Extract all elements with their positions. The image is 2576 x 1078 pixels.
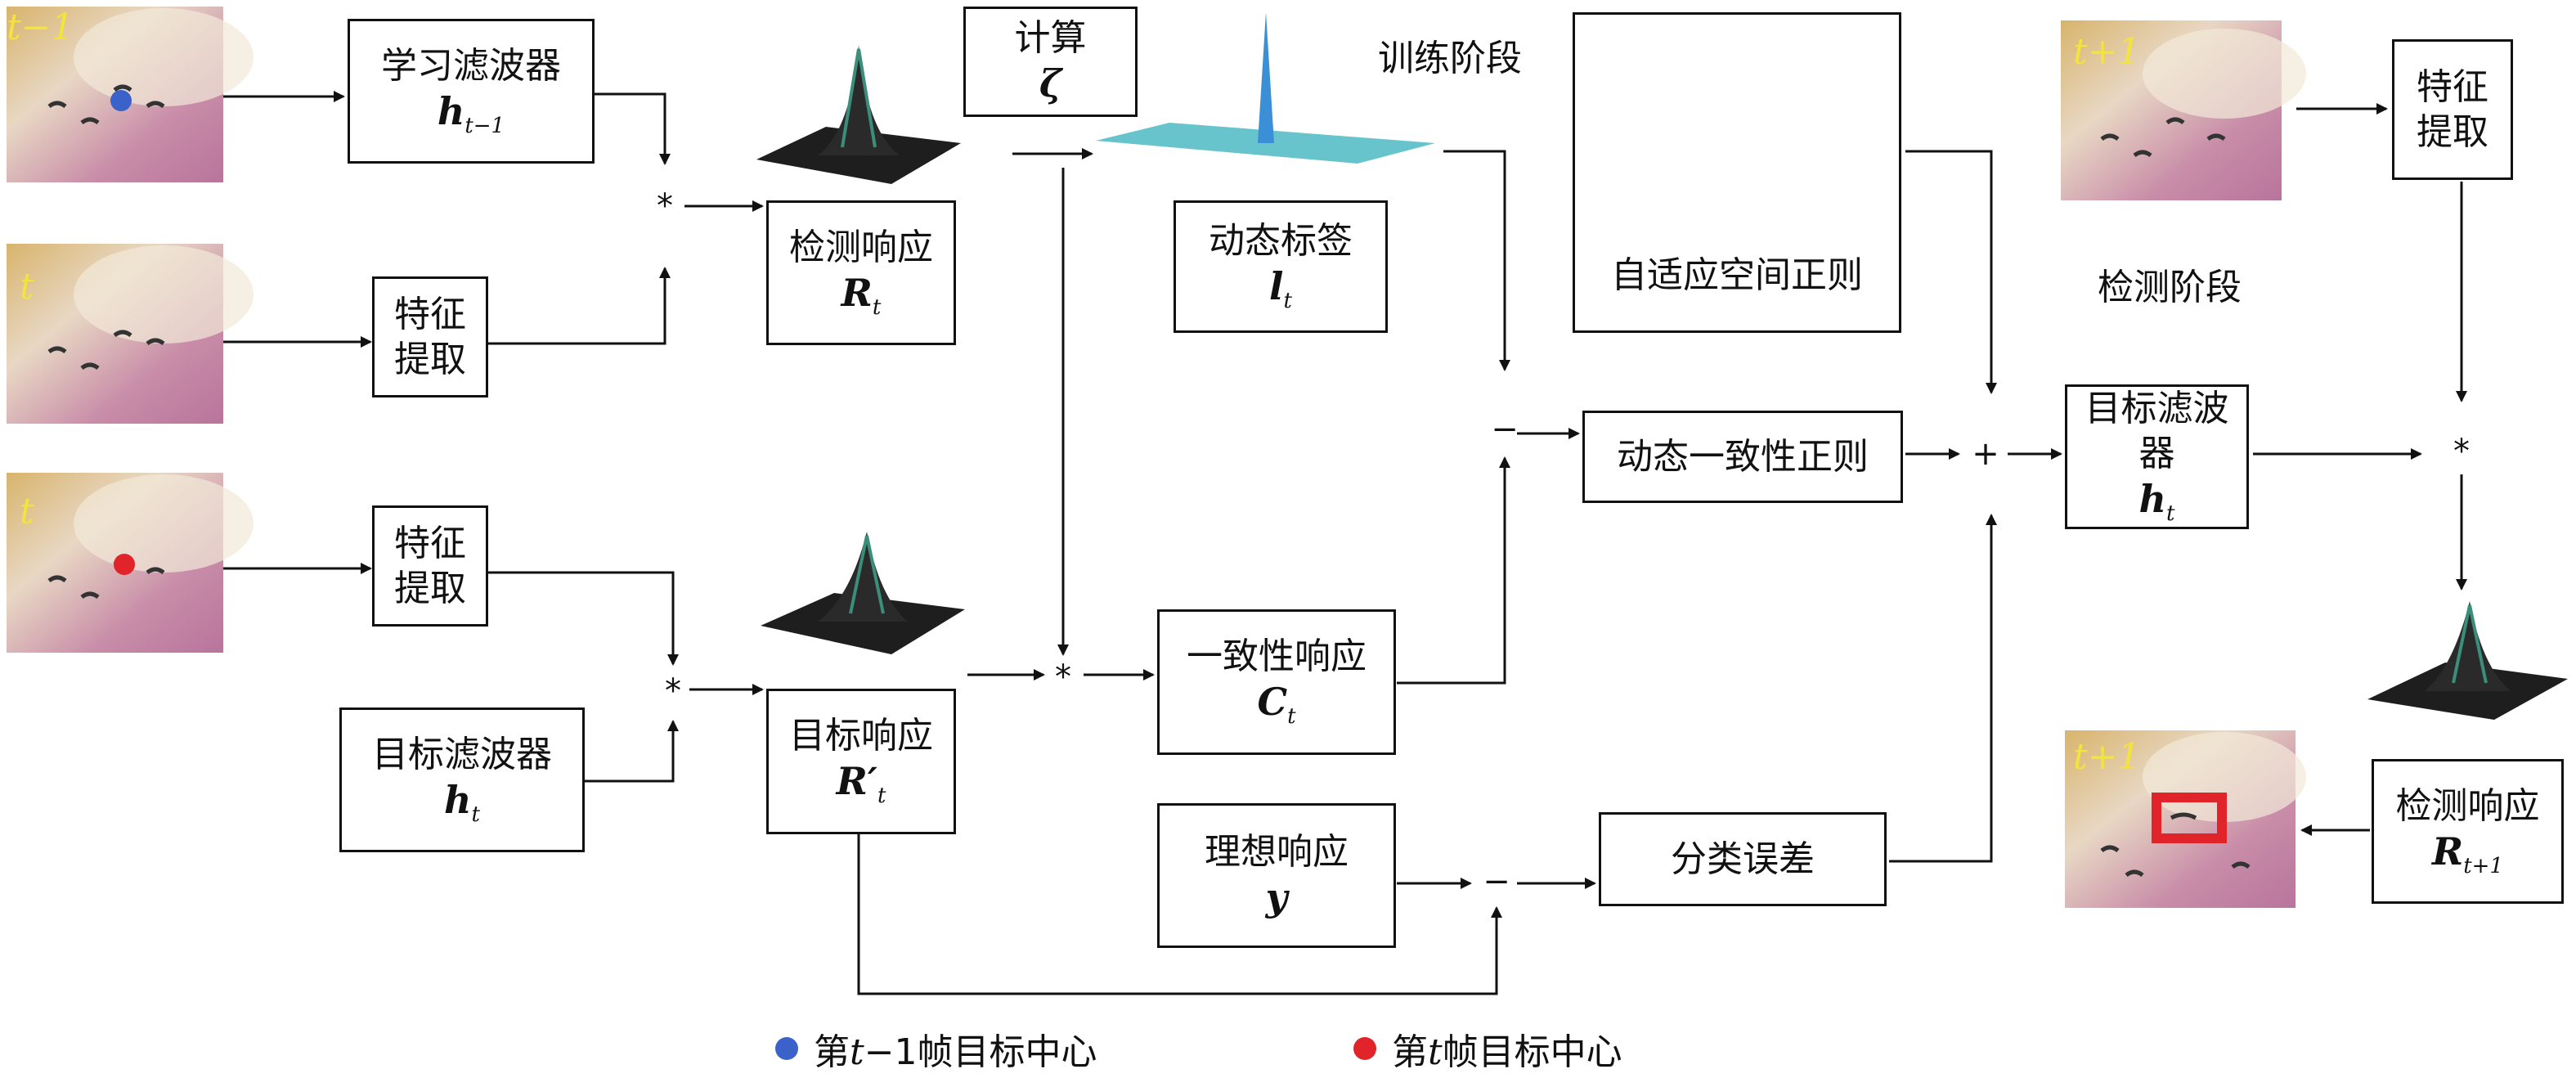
box-feature-extract-1: 特征 提取 — [372, 276, 488, 398]
box-feature-extract-2-line1: 特征 — [394, 523, 466, 564]
box-consistency-response: 一致性响应 Ct — [1157, 609, 1396, 755]
box-target-filter-input-symbol: ht — [444, 777, 480, 827]
frame-2 — [7, 244, 254, 424]
red-center-dot — [114, 554, 135, 575]
box-feature-extract-2: 特征 提取 — [372, 505, 488, 627]
box-classification-error: 分类误差 — [1599, 812, 1887, 906]
box-adaptive-spatial-reg-text: 自适应空间正则 — [1611, 254, 1863, 296]
op-conv-4: * — [2453, 433, 2470, 470]
box-ideal-response: 理想响应 y — [1157, 803, 1396, 948]
box-dynamic-consistency-reg: 动态一致性正则 — [1582, 411, 1903, 503]
box-detect-response-next-symbol: Rt+1 — [2431, 829, 2503, 878]
op-plus: + — [1972, 435, 1999, 473]
legend-red-text: 第t帧目标中心 — [1392, 1031, 1622, 1073]
box-compute-zeta: 计算 ζ — [963, 7, 1138, 117]
op-conv-1: * — [657, 187, 673, 225]
box-compute-symbol: ζ — [1039, 61, 1062, 106]
box-feature-extract-1-line1: 特征 — [394, 294, 466, 335]
box-feature-extract-1-line2: 提取 — [394, 339, 466, 380]
box-target-response-symbol: R′t — [836, 759, 886, 809]
box-compute-text: 计算 — [1014, 17, 1087, 60]
legend-blue-dot — [775, 1037, 798, 1060]
label-train-stage: 训练阶段 — [1378, 38, 1522, 79]
box-target-response: 目标响应 R′t — [766, 689, 956, 834]
frame-4 — [2061, 20, 2306, 200]
box-ideal-response-text: 理想响应 — [1205, 831, 1349, 874]
box-target-filter-input: 目标滤波器 ht — [339, 707, 585, 852]
connector-lines — [223, 91, 2467, 995]
box-dynamic-label-symbol: lt — [1269, 264, 1292, 314]
box-feature-extract-2-line2: 提取 — [394, 568, 466, 609]
box-target-filter-output: 目标滤波器 ht — [2065, 384, 2249, 529]
frame-label-2: t — [20, 266, 34, 308]
legend-red-dot — [1353, 1037, 1376, 1060]
frame-1 — [7, 7, 254, 182]
box-feature-extract-3: 特征 提取 — [2392, 39, 2513, 180]
blue-center-dot — [110, 90, 132, 111]
box-detect-response-next: 检测响应 Rt+1 — [2372, 759, 2564, 904]
surface-detect-response — [756, 45, 961, 184]
surface-detect-next — [2367, 601, 2568, 720]
surface-target-response — [761, 532, 965, 654]
box-learn-filter-symbol: ht−1 — [437, 88, 505, 138]
op-conv-3: * — [1055, 658, 1071, 696]
box-detect-response: 检测响应 Rt — [766, 200, 956, 345]
tracking-bbox — [2152, 793, 2227, 843]
box-detect-response-text: 检测响应 — [789, 226, 933, 268]
box-detect-response-next-text: 检测响应 — [2395, 784, 2540, 827]
label-detect-stage: 检测阶段 — [2098, 267, 2242, 308]
box-consistency-response-symbol: Ct — [1257, 680, 1296, 730]
box-target-filter-output-text: 目标滤波器 — [2085, 388, 2229, 475]
box-feature-extract-3-line1: 特征 — [2417, 66, 2488, 108]
box-adaptive-spatial-reg: 自适应空间正则 — [1573, 12, 1901, 333]
box-target-response-text: 目标响应 — [789, 715, 933, 757]
box-detect-response-symbol: Rt — [841, 270, 882, 320]
box-classification-error-text: 分类误差 — [1671, 838, 1815, 880]
box-learn-filter-text: 学习滤波器 — [381, 44, 561, 87]
frame-label-4: t+1 — [2073, 31, 2141, 73]
op-minus-1: − — [1491, 411, 1519, 448]
box-target-filter-input-text: 目标滤波器 — [372, 733, 552, 775]
frame-label-5: t+1 — [2073, 736, 2141, 778]
box-feature-extract-3-line2: 提取 — [2417, 111, 2488, 153]
box-consistency-response-text: 一致性响应 — [1187, 636, 1367, 678]
box-ideal-response-symbol: y — [1265, 875, 1288, 920]
box-dynamic-label-text: 动态标签 — [1209, 220, 1353, 263]
op-minus-2: − — [1483, 863, 1510, 901]
box-dynamic-label: 动态标签 lt — [1174, 200, 1388, 333]
frame-5 — [2065, 730, 2306, 908]
box-target-filter-output-symbol: ht — [2138, 477, 2175, 527]
box-dynamic-consistency-reg-text: 动态一致性正则 — [1617, 436, 1869, 478]
frame-label-1: t−1 — [7, 7, 74, 48]
legend-blue-text: 第t−1帧目标中心 — [814, 1031, 1097, 1073]
surface-dynamic-label — [1096, 12, 1435, 164]
op-conv-2: * — [665, 672, 681, 710]
frame-label-3: t — [20, 491, 34, 532]
box-learn-filter: 学习滤波器 ht−1 — [348, 19, 595, 164]
